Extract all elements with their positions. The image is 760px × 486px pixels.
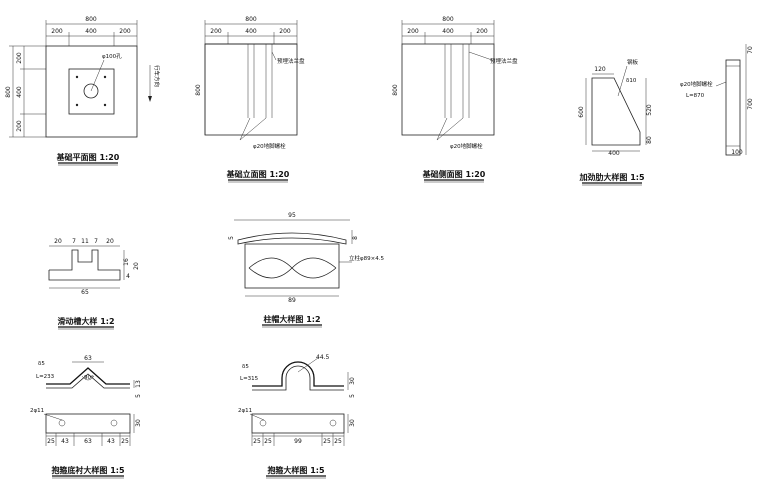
liner-hole-label: 2φ11 xyxy=(30,408,44,414)
rib-dim-top: 120 xyxy=(594,66,606,73)
plan-hole-label: φ100孔 xyxy=(102,52,122,60)
plan-title: 基础平面图 1:20 xyxy=(56,152,120,162)
hoop-radius: 44.5 xyxy=(316,354,330,361)
elev-dim-top: 800 xyxy=(245,16,257,23)
hoop-length: L=315 xyxy=(240,376,259,382)
plan-dim-left-seg-2: 400 xyxy=(16,86,23,98)
hoop-title: 抱箍大样图 1:5 xyxy=(267,465,325,475)
bolt-dim-top: 70 xyxy=(747,46,754,54)
liner-dim-side: 30 xyxy=(135,419,142,427)
rib-dim-right: 520 xyxy=(646,104,653,116)
bolt-length: L=870 xyxy=(686,93,705,99)
slot-dim-1: 20 xyxy=(54,238,62,245)
bolt-dim-bottom: 100 xyxy=(731,149,743,156)
liner-dim-top: 63 xyxy=(84,355,92,362)
slot-dim-2: 7 xyxy=(72,238,76,245)
rib-title: 加劲肋大样图 1:5 xyxy=(578,172,645,182)
elev-flange-label: 预埋法兰盘 xyxy=(277,57,305,65)
side-dim-seg-3: 200 xyxy=(476,28,488,35)
cap-dim-bottom: 89 xyxy=(288,297,296,304)
side-dim-top: 800 xyxy=(442,16,454,23)
slot-dim-right-c: 4 xyxy=(126,273,130,280)
liner-dim-1: 25 xyxy=(47,438,55,445)
plan-dim-seg-2: 400 xyxy=(85,28,97,35)
rib-detail: 120 钢板 δ10 600 520 80 400 加劲肋大样图 1:5 xyxy=(578,58,653,186)
plan-direction-label: 行车方向 xyxy=(153,65,161,87)
liner-dim-5: 25 xyxy=(121,438,129,445)
slot-dim-right-a: 16 xyxy=(123,258,130,266)
hoop-dim-4: 25 xyxy=(323,438,331,445)
liner-detail: δ5 L=233 63 90° 13 5 2φ11 30 25 43 63 43… xyxy=(30,355,142,479)
anchor-bolt-detail: φ20地脚螺栓 L=870 70 700 100 xyxy=(680,44,754,156)
rib-dim-bottom: 400 xyxy=(608,150,620,157)
foundation-elevation: 800 200 400 200 800 预埋法兰盘 φ20地脚螺栓 基础立面图 … xyxy=(195,16,305,183)
liner-dim-2: 43 xyxy=(61,438,69,445)
liner-length: L=233 xyxy=(36,374,55,380)
hoop-hole-label: 2φ11 xyxy=(238,408,252,414)
side-dim-seg-2: 400 xyxy=(442,28,454,35)
slot-dim-4: 7 xyxy=(94,238,98,245)
elev-dim-left: 800 xyxy=(195,84,202,96)
plan-dim-left-seg-1: 200 xyxy=(16,52,23,64)
slot-title: 滑动槽大样 1:2 xyxy=(57,316,114,326)
cap-title: 柱帽大样图 1:2 xyxy=(263,314,320,324)
side-dim-seg-1: 200 xyxy=(407,28,419,35)
plan-dim-seg-1: 200 xyxy=(51,28,63,35)
elev-dim-seg-3: 200 xyxy=(279,28,291,35)
elev-bolt-label: φ20地脚螺栓 xyxy=(253,142,286,150)
slot-detail: 20 7 11 7 20 16 20 4 65 滑动槽大样 1:2 xyxy=(48,238,140,330)
foundation-side: 800 200 400 200 800 预埋法兰盘 φ20地脚螺栓 基础侧面图 … xyxy=(392,16,518,183)
rib-dim-right-small: 80 xyxy=(646,136,653,144)
liner-dim-right-a: 13 xyxy=(135,380,142,388)
foundation-plan: 800 200 400 200 800 200 400 200 φ100孔 行车… xyxy=(5,16,161,166)
hoop-dim-side: 30 xyxy=(349,419,356,427)
liner-dim-right-b: 5 xyxy=(135,394,142,398)
rib-plate-label: 钢板 xyxy=(627,58,639,66)
liner-angle: 90° xyxy=(84,375,94,381)
liner-thickness: δ5 xyxy=(38,361,45,367)
elev-dim-seg-1: 200 xyxy=(210,28,222,35)
side-bolt-label: φ20地脚螺栓 xyxy=(450,142,483,150)
hoop-thickness: δ5 xyxy=(242,364,249,370)
plan-dim-left: 800 xyxy=(5,86,12,98)
cap-dim-left: 5 xyxy=(228,236,235,240)
side-flange-label: 预埋法兰盘 xyxy=(490,57,518,65)
bolt-label: φ20地脚螺栓 xyxy=(680,80,713,88)
plan-dim-left-seg-3: 200 xyxy=(16,120,23,132)
slot-dim-5: 20 xyxy=(106,238,114,245)
rib-thickness-label: δ10 xyxy=(626,78,637,84)
hoop-dim-2: 25 xyxy=(264,438,272,445)
hoop-dim-right-b: 5 xyxy=(349,394,356,398)
plan-dim-top: 800 xyxy=(85,16,97,23)
side-title: 基础侧面图 1:20 xyxy=(422,169,486,179)
liner-dim-3: 63 xyxy=(84,438,92,445)
slot-dim-bottom: 65 xyxy=(81,289,89,296)
hoop-dim-3: 99 xyxy=(294,438,302,445)
plan-dim-seg-3: 200 xyxy=(119,28,131,35)
liner-title: 抱箍底衬大样图 1:5 xyxy=(51,465,125,475)
cap-dim-top: 95 xyxy=(288,212,296,219)
slot-dim-3: 11 xyxy=(81,238,89,245)
cap-pipe-label: 立柱φ89×4.5 xyxy=(349,254,384,262)
rib-dim-left: 600 xyxy=(578,106,585,118)
liner-dim-4: 43 xyxy=(107,438,115,445)
bolt-dim-mid: 700 xyxy=(747,98,754,110)
cap-dim-right: 8 xyxy=(352,236,359,240)
elev-title: 基础立面图 1:20 xyxy=(226,169,290,179)
hoop-detail: δ5 L=315 44.5 30 5 2φ11 30 25 25 99 25 2… xyxy=(238,354,356,479)
slot-dim-right-b: 20 xyxy=(133,262,140,270)
cap-detail: 95 5 8 立柱φ89×4.5 89 柱帽大样图 1:2 xyxy=(228,212,384,328)
side-dim-left: 800 xyxy=(392,84,399,96)
hoop-dim-5: 25 xyxy=(334,438,342,445)
hoop-dim-1: 25 xyxy=(253,438,261,445)
hoop-dim-right-a: 30 xyxy=(349,377,356,385)
elev-dim-seg-2: 400 xyxy=(245,28,257,35)
